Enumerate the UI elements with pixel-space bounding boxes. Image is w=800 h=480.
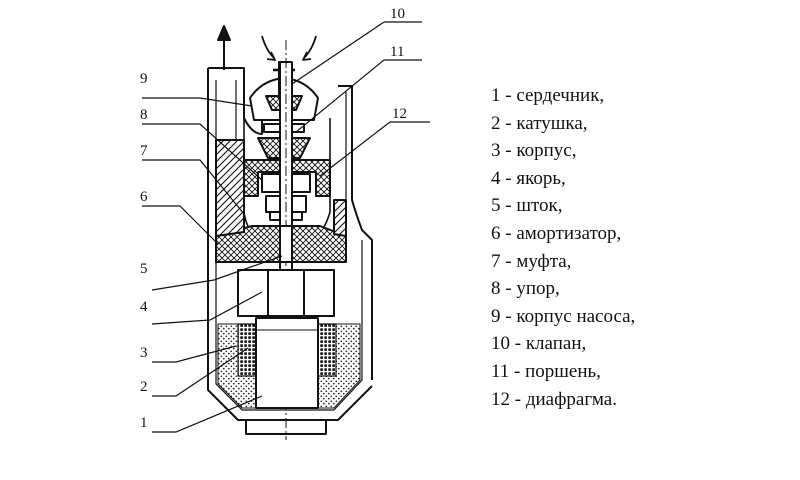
core-and-coil [237, 317, 337, 409]
rotation-arrows-icon [261, 35, 317, 61]
legend-item: 3 - корпус, [491, 140, 577, 162]
legend-item: 2 - катушка, [491, 112, 588, 134]
callout-8: 8 [140, 107, 148, 123]
callout-12: 12 [392, 106, 407, 122]
leader-lines [142, 21, 430, 433]
legend-item: 12 - диафрагма. [491, 388, 617, 410]
callout-2: 2 [140, 379, 148, 395]
callout-1: 1 [140, 415, 148, 431]
callout-7: 7 [140, 143, 148, 159]
legend-item: 5 - шток, [491, 195, 563, 217]
legend-item: 11 - поршень, [491, 360, 601, 382]
pump-drawing [207, 25, 373, 440]
parts-legend: 1 - сердечник, 2 - катушка, 3 - корпус, … [491, 82, 635, 413]
callout-6: 6 [140, 189, 148, 205]
legend-item: 9 - корпус насоса, [491, 305, 636, 327]
callout-4: 4 [140, 299, 148, 315]
callout-11: 11 [390, 44, 404, 60]
callout-5: 5 [140, 261, 148, 277]
legend-item: 4 - якорь, [491, 167, 566, 189]
legend-item: 7 - муфта, [491, 250, 572, 272]
callout-9: 9 [140, 71, 148, 87]
coupling-part [215, 139, 347, 237]
anchor-part [237, 269, 335, 317]
callout-3: 3 [140, 345, 148, 361]
legend-item: 8 - упор, [491, 278, 560, 300]
outflow-arrow-icon [217, 25, 231, 70]
legend-item: 1 - сердечник, [491, 85, 605, 106]
callout-10: 10 [390, 6, 405, 22]
legend-item: 6 - амортизатор, [491, 222, 622, 244]
legend-item: 10 - клапан, [491, 333, 587, 355]
callout-labels: 9 8 7 6 5 4 3 2 1 10 11 12 [140, 6, 407, 431]
diaphragm-part [243, 159, 331, 197]
